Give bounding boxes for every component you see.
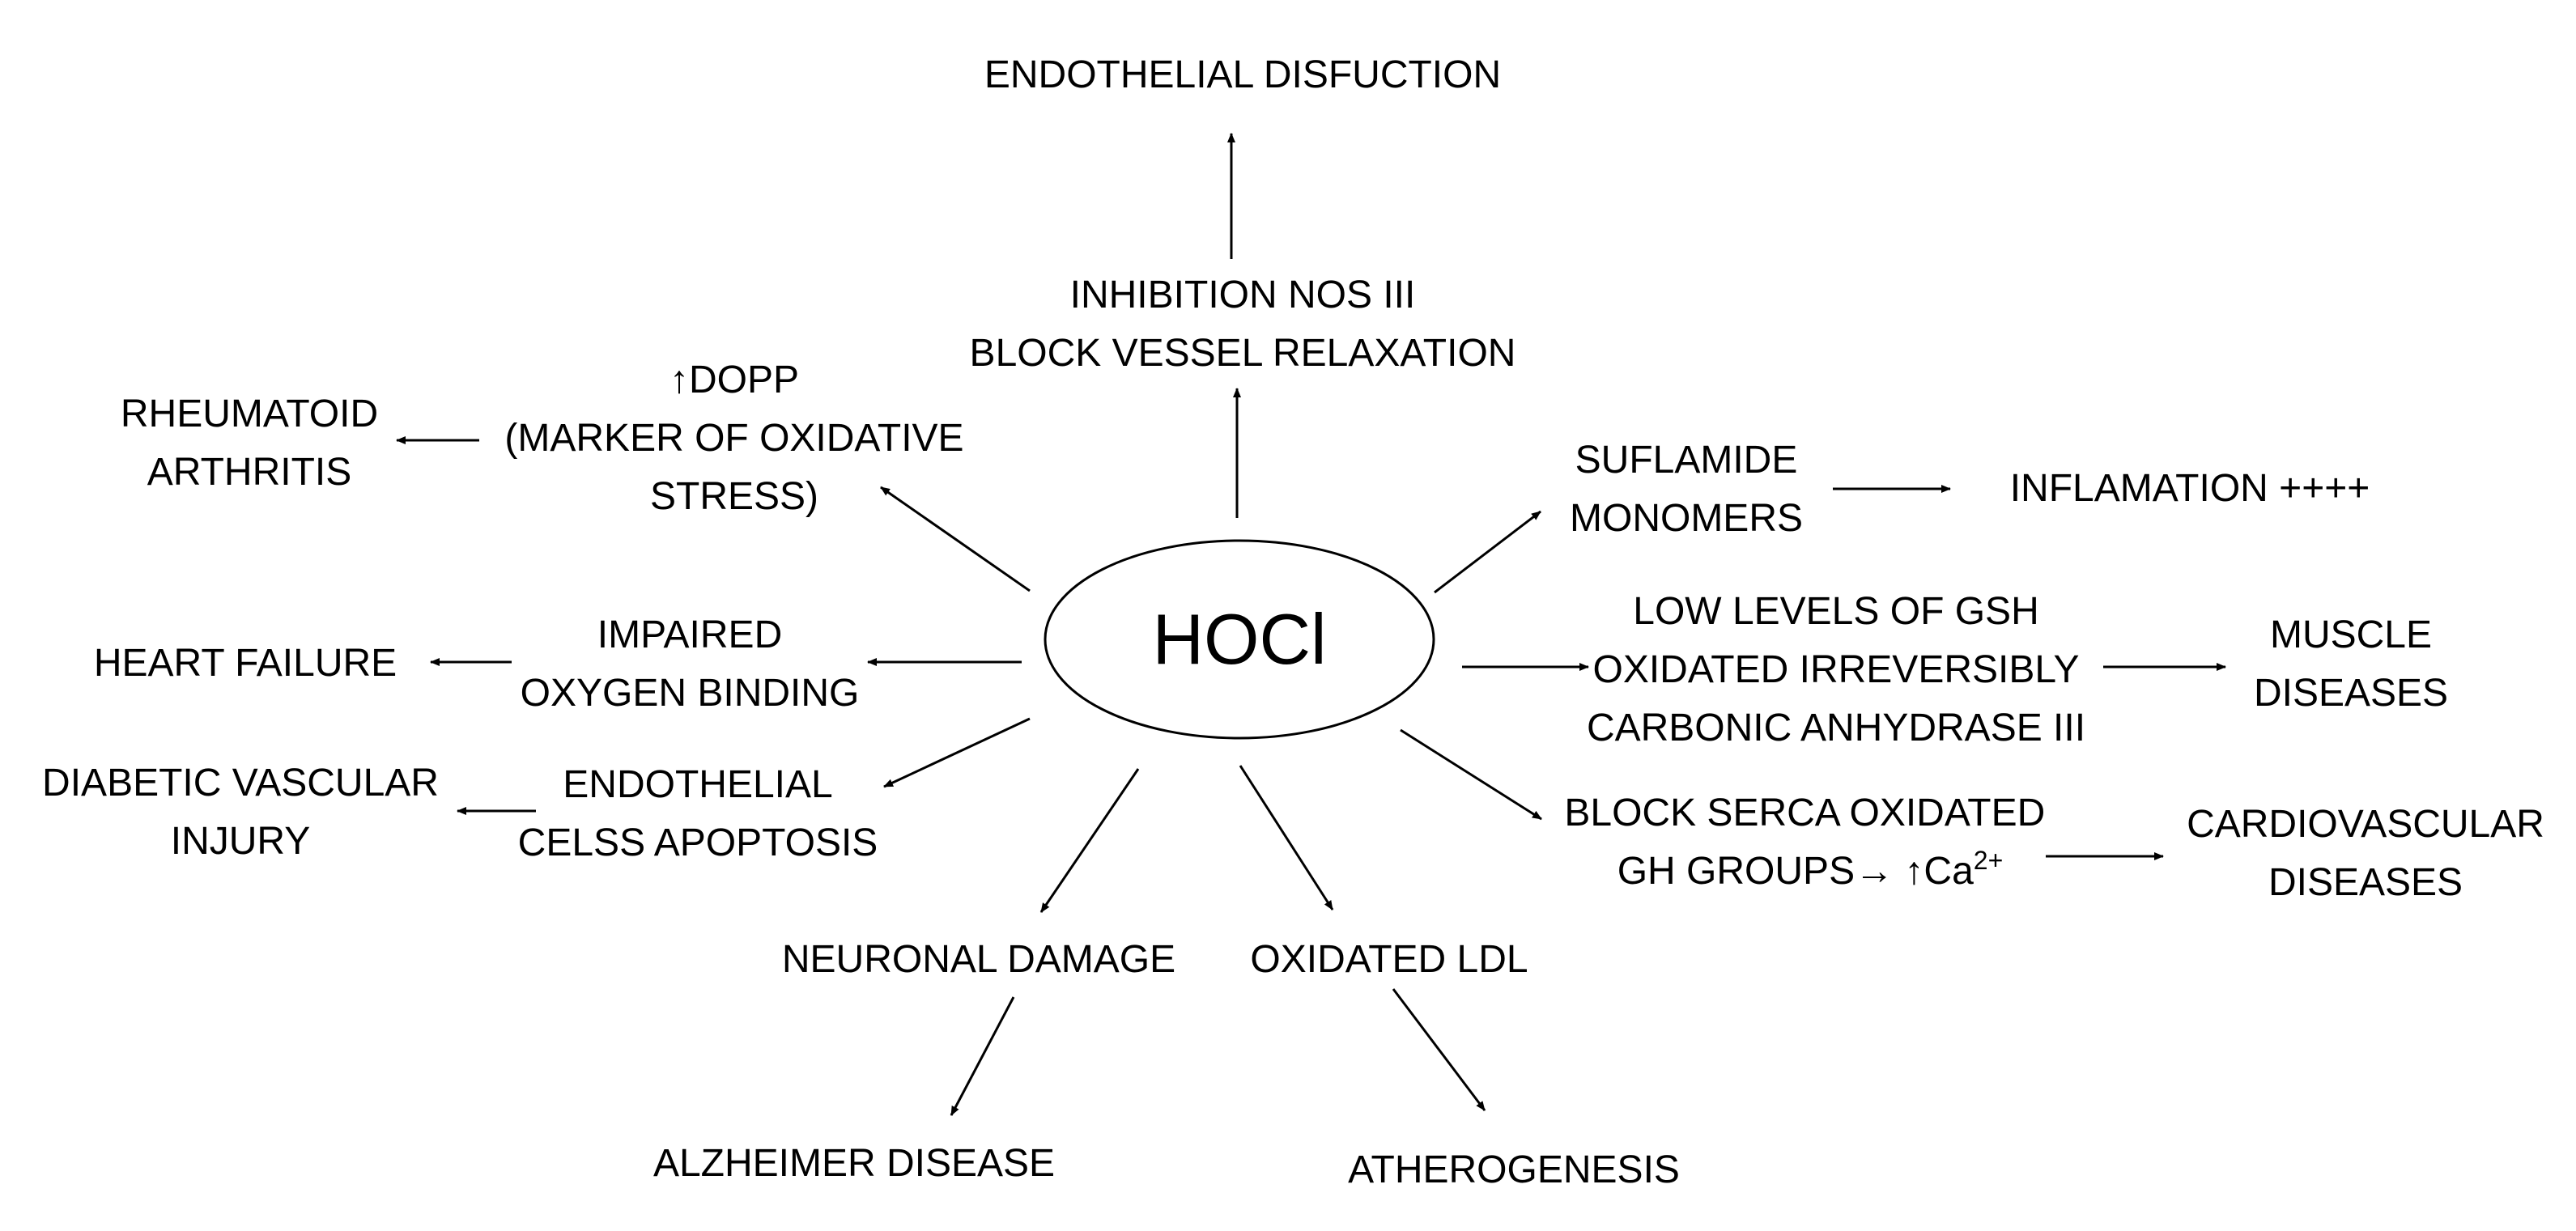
gsh-label-line-3: CARBONIC ANHYDRASE III: [1587, 707, 2085, 749]
dopp-label-line-3: STRESS): [650, 475, 818, 518]
arrow-hocl-to-serca: [1400, 728, 1542, 821]
suflamide-label-line-2: MONOMERS: [1570, 497, 1803, 540]
arrow-oxidated-ldl-to-atherogenesis: [1392, 988, 1486, 1111]
atherogenesis-label: ATHEROGENESIS: [1348, 1148, 1680, 1191]
arrow-hocl-to-suflamide: [1434, 510, 1541, 594]
diabetic-vascular-label-line-2: INJURY: [171, 820, 310, 863]
arrow-hocl-to-endothelial-apoptosis: [883, 717, 1031, 788]
muscle-label-line-1: MUSCLE: [2270, 613, 2432, 656]
cardiovascular-label: CARDIOVASCULAR DISEASES: [2187, 803, 2544, 904]
diabetic-vascular-label: DIABETIC VASCULAR INJURY: [42, 762, 439, 863]
suflamide-label-line-1: SUFLAMIDE: [1575, 439, 1798, 482]
serca-superscript: 2+: [1974, 846, 2003, 875]
serca-label: BLOCK SERCA OXIDATED GH GROUPS→ ↑Ca2+: [1564, 792, 2055, 893]
center-label: HOCl: [1152, 599, 1326, 679]
serca-line-2-main: GH GROUPS→ ↑Ca: [1617, 850, 1974, 893]
inhibition-nos-label-line-2: BLOCK VESSEL RELAXATION: [970, 332, 1516, 375]
neuronal-damage-label-line-1: NEURONAL DAMAGE: [782, 938, 1175, 981]
serca-line-1: BLOCK SERCA OXIDATED: [1564, 792, 2045, 834]
gsh-label: LOW LEVELS OF GSH OXIDATED IRREVERSIBLY CA…: [1587, 590, 2085, 749]
arrow-neuronal-damage-to-alzheimer: [950, 996, 1015, 1116]
muscle-label-line-2: DISEASES: [2254, 672, 2448, 715]
suflamide-label: SUFLAMIDE MONOMERS: [1570, 439, 1803, 540]
endothelial-apoptosis-label-line-2: CELSS APOPTOSIS: [518, 821, 878, 864]
inflamation-label-line-1: INFLAMATION ++++: [2010, 467, 2370, 510]
center-ellipse: [1044, 539, 1435, 740]
gsh-label-line-2: OXIDATED IRREVERSIBLY: [1592, 648, 2079, 691]
rheumatoid-arthritis-label-line-2: ARTHRITIS: [147, 451, 351, 494]
arrow-hocl-to-dopp: [880, 486, 1031, 592]
arrow-hocl-to-neuronal-damage: [1039, 768, 1140, 913]
inhibition-nos-label-line-1: INHIBITION NOS III: [1070, 274, 1416, 316]
dopp-label-line-1: ↑DOPP: [670, 359, 799, 401]
impaired-oxygen-label-line-1: IMPAIRED: [597, 613, 782, 656]
gsh-label-line-1: LOW LEVELS OF GSH: [1633, 590, 2038, 633]
oxidated-ldl-label-line-1: OXIDATED LDL: [1250, 938, 1528, 981]
heart-failure-label: HEART FAILURE: [94, 642, 397, 685]
alzheimer-label: ALZHEIMER DISEASE: [653, 1142, 1055, 1185]
inflamation-label: INFLAMATION ++++: [2010, 467, 2370, 510]
impaired-oxygen-label-line-2: OXYGEN BINDING: [521, 672, 860, 715]
inhibition-nos-label: INHIBITION NOS III BLOCK VESSEL RELAXATIO…: [970, 274, 1516, 375]
endothelial-apoptosis-label-line-1: ENDOTHELIAL: [563, 763, 832, 806]
arrow-hocl-to-oxidated-ldl: [1239, 765, 1334, 911]
heart-failure-label-line-1: HEART FAILURE: [94, 642, 397, 685]
endothelial-disfuction-label-line-1: ENDOTHELIAL DISFUCTION: [984, 53, 1501, 96]
dopp-label-line-2: (MARKER OF OXIDATIVE: [504, 417, 963, 460]
impaired-oxygen-label: IMPAIRED OXYGEN BINDING: [521, 613, 860, 715]
atherogenesis-label-line-1: ATHEROGENESIS: [1348, 1148, 1680, 1191]
neuronal-damage-label: NEURONAL DAMAGE: [782, 938, 1175, 981]
oxidated-ldl-label: OXIDATED LDL: [1250, 938, 1528, 981]
endothelial-apoptosis-label: ENDOTHELIAL CELSS APOPTOSIS: [518, 763, 878, 864]
serca-line-2: GH GROUPS→ ↑Ca2+: [1617, 846, 2004, 893]
rheumatoid-arthritis-label-line-1: RHEUMATOID: [121, 393, 378, 435]
cardiovascular-label-line-2: DISEASES: [2268, 861, 2463, 904]
dopp-label: ↑DOPP (MARKER OF OXIDATIVE STRESS): [504, 359, 963, 518]
rheumatoid-arthritis-label: RHEUMATOID ARTHRITIS: [121, 393, 378, 494]
alzheimer-label-line-1: ALZHEIMER DISEASE: [653, 1142, 1055, 1185]
diabetic-vascular-label-line-1: DIABETIC VASCULAR: [42, 762, 439, 804]
endothelial-disfuction-label: ENDOTHELIAL DISFUCTION: [984, 53, 1501, 96]
cardiovascular-label-line-1: CARDIOVASCULAR: [2187, 803, 2544, 846]
muscle-label: MUSCLE DISEASES: [2254, 613, 2448, 715]
